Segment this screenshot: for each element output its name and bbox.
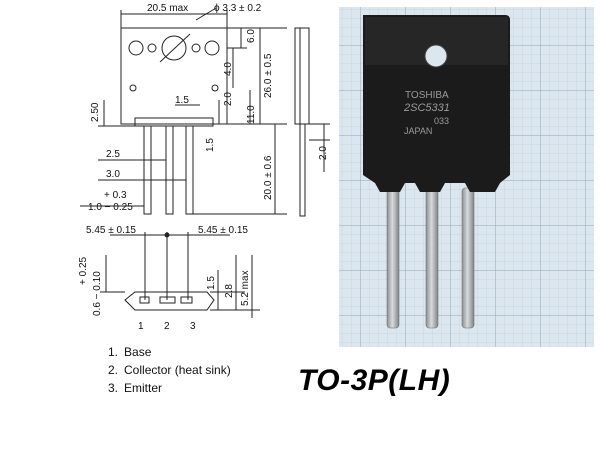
marking-brand: TOSHIBA — [405, 90, 449, 101]
bottom-view — [100, 232, 260, 318]
pin-row-3: 3. Emitter — [108, 379, 231, 397]
pin-name: Emitter — [124, 381, 163, 395]
dim-width: 20.5 max — [147, 3, 188, 14]
dim-30: 3.0 — [106, 169, 120, 180]
pin-name: Base — [124, 345, 152, 359]
marking-code: 033 — [434, 116, 449, 126]
dim-20lead: 20.0 ± 0.6 — [263, 155, 274, 200]
dim-6: 6.0 — [246, 29, 257, 43]
marking-part: 2SC5331 — [403, 102, 450, 114]
dim-bot-15: 1.5 — [206, 276, 217, 290]
dim-2a: 2.0 — [223, 92, 234, 106]
dim-tol-base: 1.0 − 0.25 — [88, 202, 133, 213]
dim-side-2: 2.0 — [318, 146, 329, 160]
pin-num: 3. — [108, 381, 119, 395]
dim-15a: 1.5 — [175, 95, 189, 106]
dim-tol-plus: + 0.3 — [104, 190, 127, 201]
front-dimension-labels: 20.5 max ϕ 3.3 ± 0.2 6.0 4.0 2.0 26.0 ± … — [88, 3, 274, 213]
dim-pitch-left: 5.45 ± 0.15 — [86, 225, 136, 236]
dim-15b: 1.5 — [205, 138, 216, 152]
pin-label-3: 3 — [190, 321, 196, 332]
pin-num: 2. — [108, 363, 119, 377]
dim-25: 2.5 — [106, 149, 120, 160]
dim-pitch-right: 5.45 ± 0.15 — [198, 225, 248, 236]
pin-name: Collector (heat sink) — [124, 363, 231, 377]
dim-26: 26.0 ± 0.5 — [263, 53, 274, 98]
dim-4: 4.0 — [223, 62, 234, 76]
pin-label-1: 1 — [138, 321, 144, 332]
marking-origin: JAPAN — [404, 126, 432, 136]
pin-label-2: 2 — [164, 321, 170, 332]
pin-num: 1. — [108, 345, 119, 359]
dim-hole: ϕ 3.3 ± 0.2 — [214, 3, 262, 14]
side-view — [294, 27, 330, 217]
dim-bot-28: 2.8 — [224, 284, 235, 298]
dim-bot-tol-a: + 0.25 — [78, 256, 89, 285]
dim-bot-tol-b: 0.6 − 0.10 — [92, 271, 103, 316]
dim-250: 2.50 — [90, 102, 101, 122]
dim-bot-52: 5.2 max — [240, 270, 251, 306]
pin-list: 1. Base 2. Collector (heat sink) 3. Emit… — [108, 343, 231, 397]
front-view — [80, 7, 287, 215]
component-photo: TOSHIBA 2SC5331 033 JAPAN — [339, 7, 594, 347]
bottom-dimension-labels: 5.45 ± 0.15 5.45 ± 0.15 + 0.25 0.6 − 0.1… — [78, 225, 251, 332]
package-name: TO-3P(LH) — [298, 364, 451, 397]
pin-row-1: 1. Base — [108, 343, 231, 361]
pin-row-2: 2. Collector (heat sink) — [108, 361, 231, 379]
dim-11: 11.0 — [246, 105, 257, 124]
